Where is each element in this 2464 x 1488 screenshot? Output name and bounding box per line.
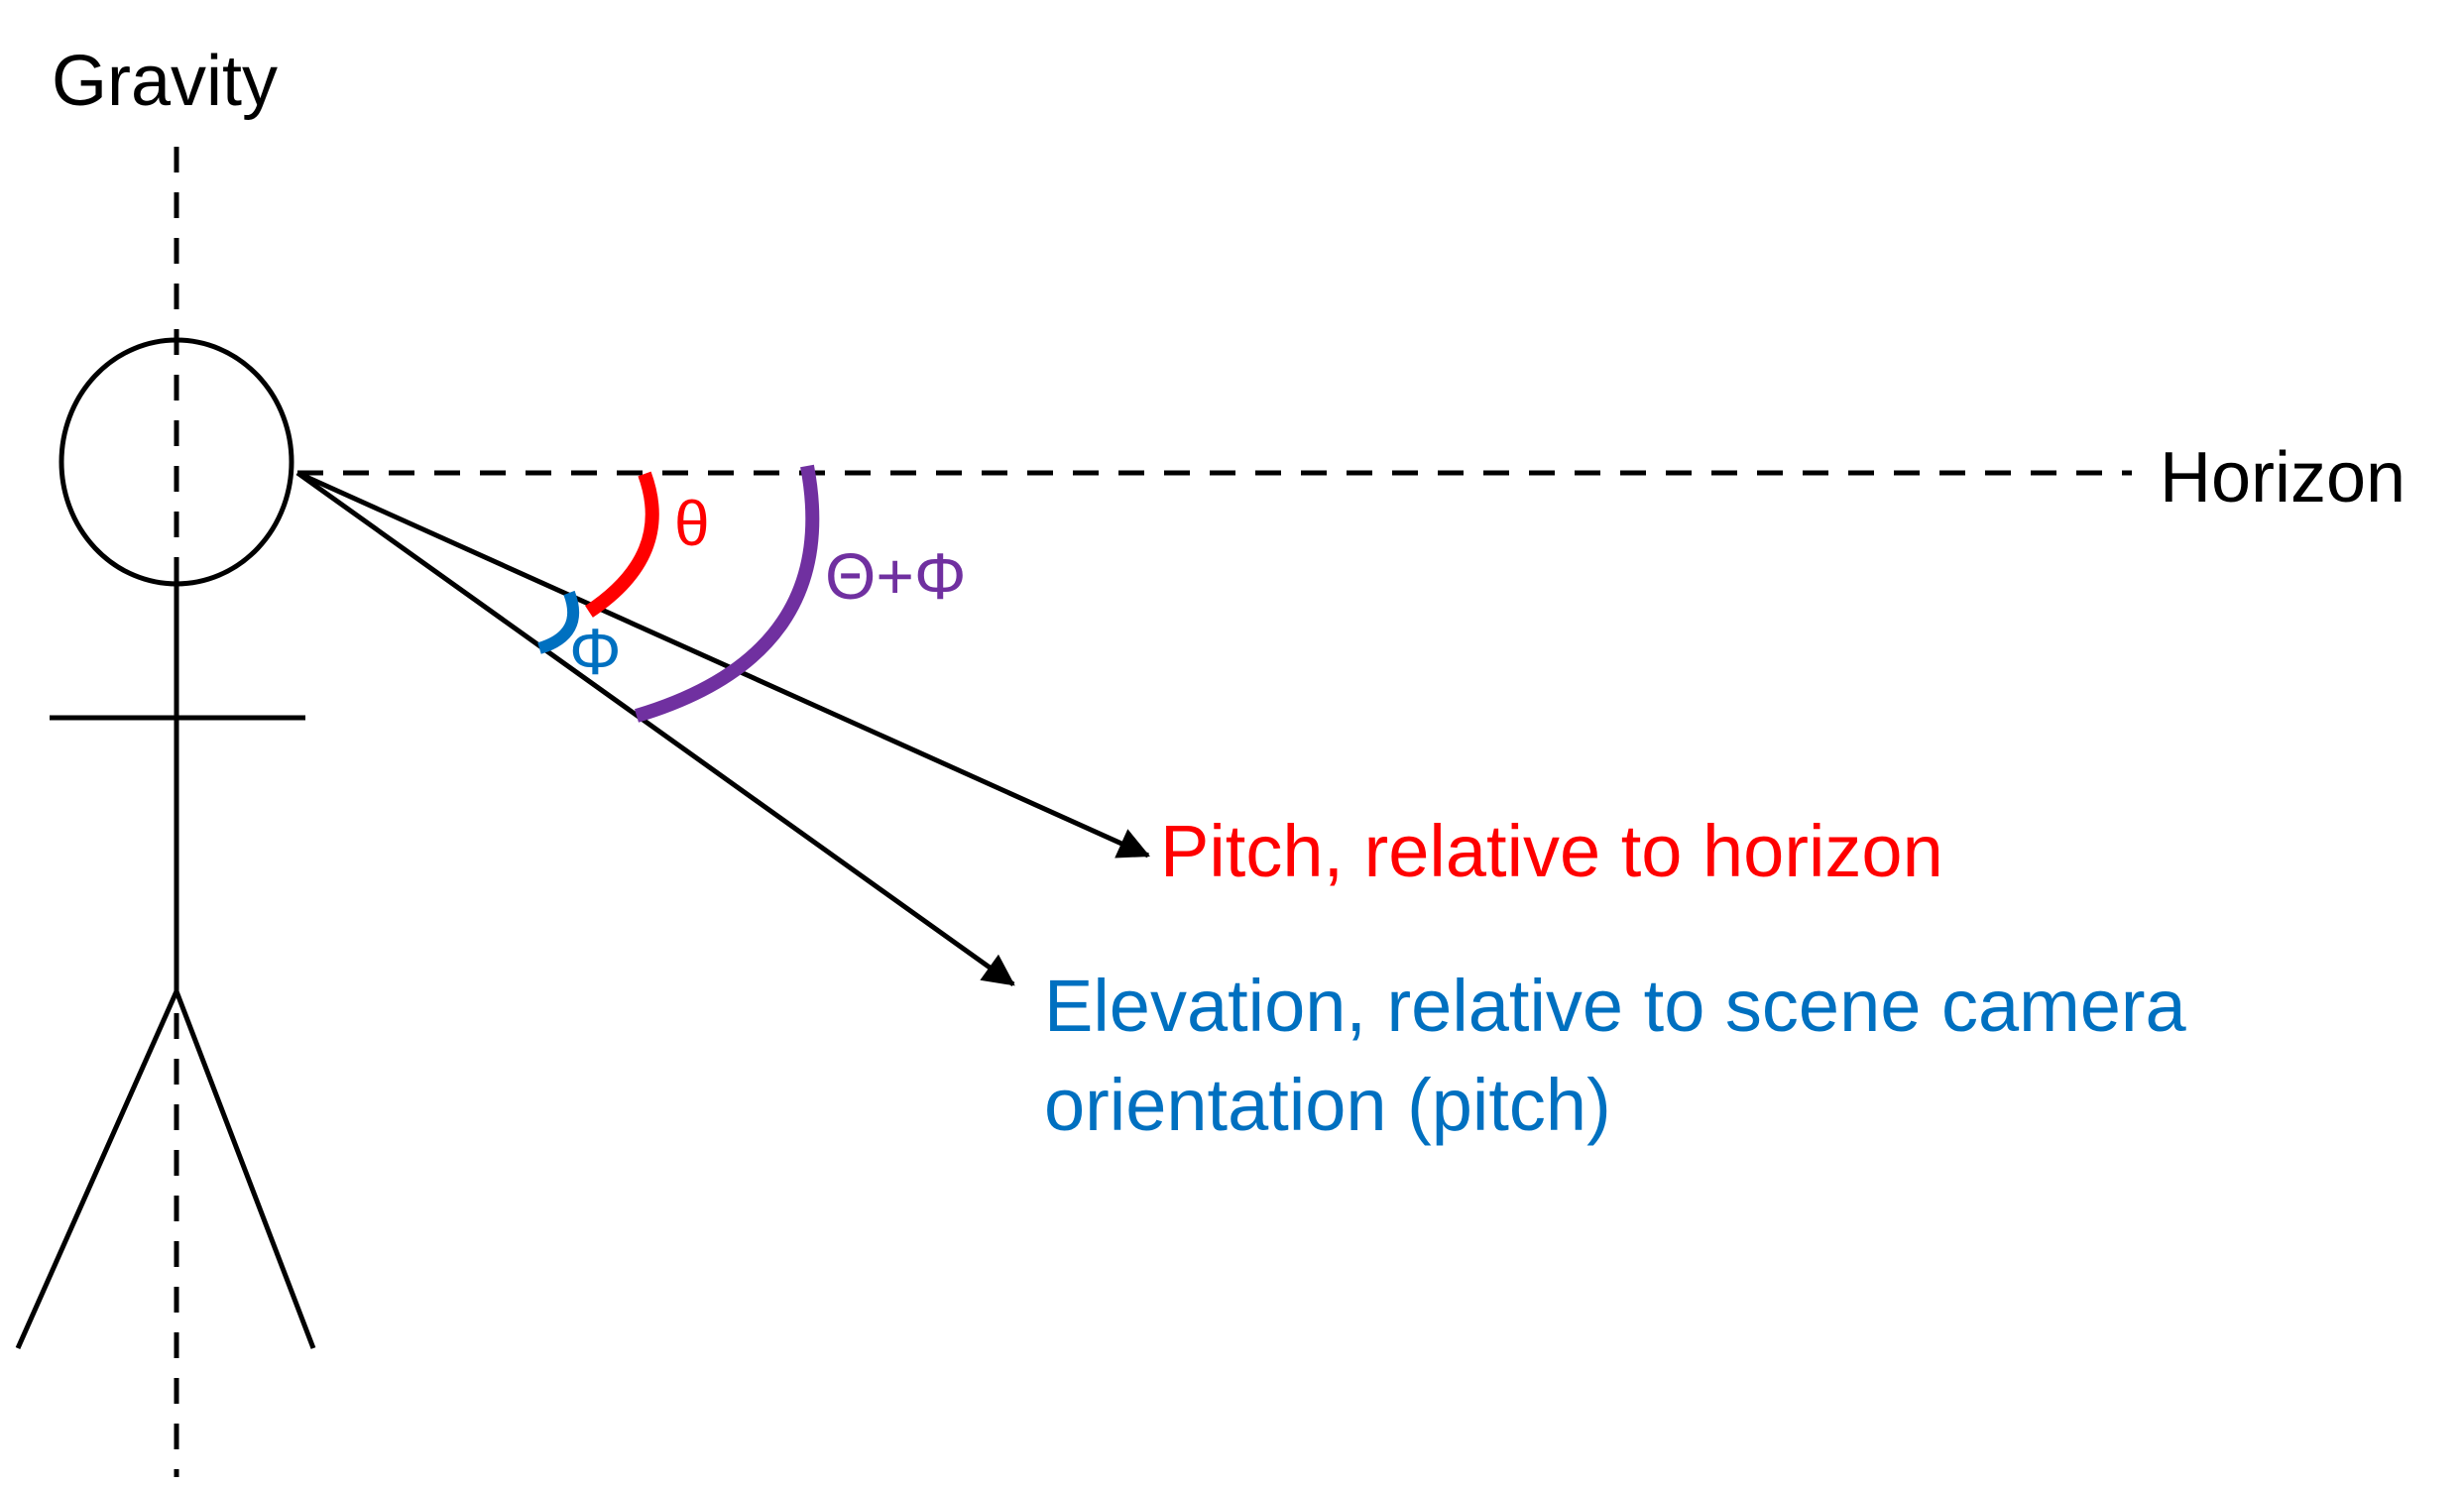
elevation-label-line1: Elevation, relative to scene camera: [1044, 965, 2186, 1047]
phi-arc: [537, 590, 580, 654]
theta-arc: [585, 471, 659, 618]
stick-figure: [15, 337, 316, 1350]
gravity-label: Gravity: [52, 42, 279, 121]
pitch-label: Pitch, relative to horizon: [1160, 810, 1943, 892]
pitch-line: [295, 470, 1150, 858]
elevation-label-line2: orientation (pitch): [1044, 1064, 1611, 1146]
elevation-label: Elevation, relative to scene camera orie…: [1044, 957, 2186, 1155]
elevation-line: [295, 470, 1015, 987]
figure-left-leg: [15, 989, 179, 1350]
horizon-label: Horizon: [2160, 438, 2406, 517]
figure-right-leg: [174, 990, 316, 1349]
theta-label: θ: [674, 488, 710, 559]
theta-plus-phi-label: Θ+Φ: [825, 539, 967, 613]
phi-label: Φ: [569, 615, 622, 688]
theta-plus-phi-arc: [634, 464, 820, 723]
